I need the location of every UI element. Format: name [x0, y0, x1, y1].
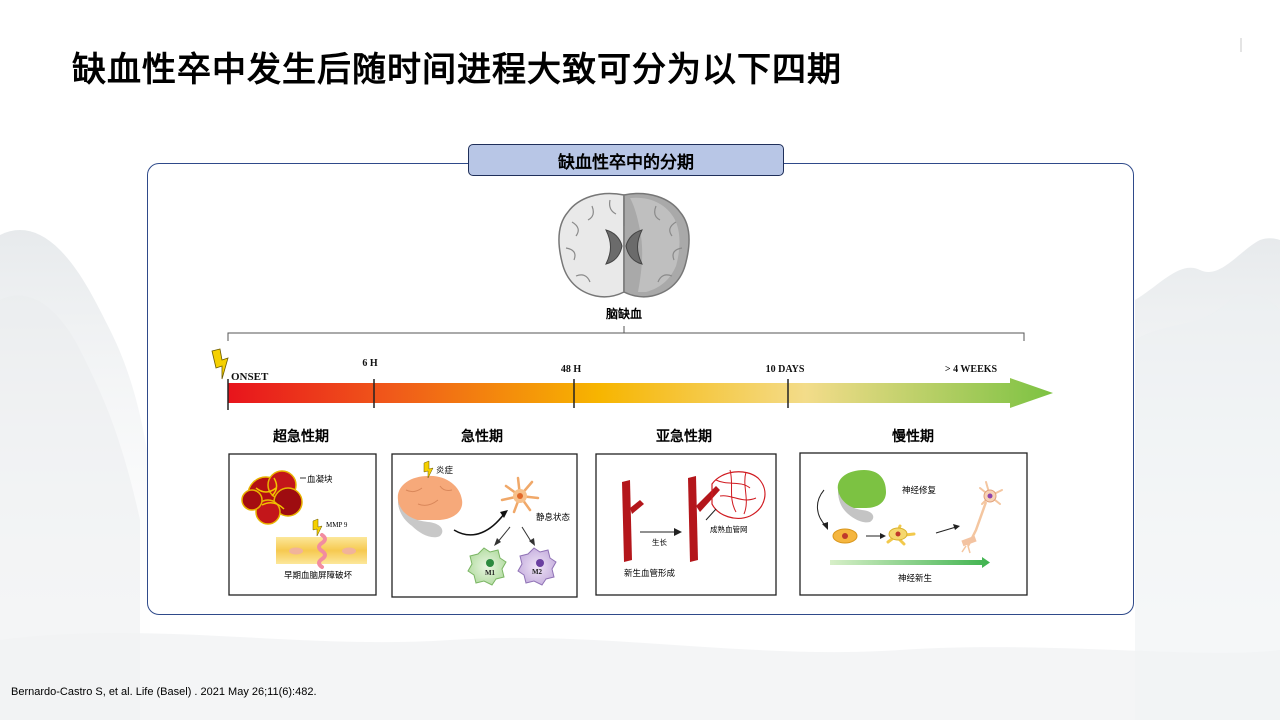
mature-network-label: 成熟血管网	[710, 524, 748, 534]
lightning-icon	[211, 348, 229, 380]
vessel-sprout-illustration	[622, 480, 644, 562]
brain-label: 脑缺血	[605, 306, 642, 321]
timeline-tick-label: > 4 WEEKS	[945, 364, 998, 375]
phase-title-chronic: 慢性期	[892, 428, 934, 445]
resting-label: 静息状态	[536, 512, 571, 523]
repair-label: 神经修复	[902, 485, 937, 496]
repair-brain-illustration	[837, 470, 886, 523]
timeline-tick-label: 6 H	[362, 358, 378, 369]
m1-microglia-illustration	[467, 547, 507, 586]
corner-mark	[1240, 38, 1242, 52]
diagram-header: 缺血性卒中的分期	[468, 144, 784, 176]
timeline-tick-label: 10 DAYS	[766, 364, 805, 375]
neurogenesis-arrow	[830, 557, 990, 568]
mature-vessel-network-illustration	[688, 469, 766, 562]
brain-side-illustration	[397, 475, 463, 538]
lightning-icon	[312, 518, 323, 537]
panel-hyperacute: 血凝块 MMP 9 早期血脑屏障破坏	[228, 453, 377, 596]
panel-acute: 炎症 静息状态 M1 M2	[391, 453, 578, 598]
mature-neuron-illustration	[961, 481, 1003, 554]
neurogenesis-label: 神经新生	[898, 573, 933, 584]
m2-label: M2	[532, 568, 543, 576]
m2-microglia-illustration	[517, 547, 557, 586]
neuroblast-illustration	[886, 524, 916, 546]
mmp-label: MMP 9	[326, 521, 348, 529]
m1-label: M1	[485, 569, 496, 577]
bbb-label: 早期血脑屏障破坏	[284, 570, 353, 581]
resting-microglia-illustration	[500, 476, 540, 514]
brain-illustration	[558, 192, 690, 298]
panel-chronic: 神经修复 神经新生	[799, 452, 1028, 596]
inflammation-label: 炎症	[436, 465, 454, 476]
phase-bracket	[227, 326, 1025, 341]
lightning-icon	[423, 460, 434, 479]
phase-title-hyperacute: 超急性期	[272, 428, 329, 445]
phase-title-acute: 急性期	[461, 428, 503, 445]
page-title: 缺血性卒中发生后随时间进程大致可分为以下四期	[72, 50, 842, 90]
angiogenesis-label: 新生血管形成	[624, 568, 676, 579]
timeline-arrow	[228, 378, 1053, 408]
citation: Bernardo-Castro S, et al. Life (Basel) .…	[11, 686, 317, 698]
timeline-onset-label: ONSET	[231, 371, 269, 383]
timeline-tick-label: 48 H	[561, 364, 582, 375]
panel-subacute: 生长 成熟血管网 新生血管形成	[595, 453, 777, 596]
blood-clot-illustration	[241, 470, 303, 525]
neural-progenitor-illustration	[832, 528, 858, 544]
clot-label: 血凝块	[307, 474, 333, 485]
phase-title-subacute: 亚急性期	[656, 428, 712, 445]
growth-label: 生长	[652, 537, 667, 547]
timeline	[227, 378, 1053, 410]
